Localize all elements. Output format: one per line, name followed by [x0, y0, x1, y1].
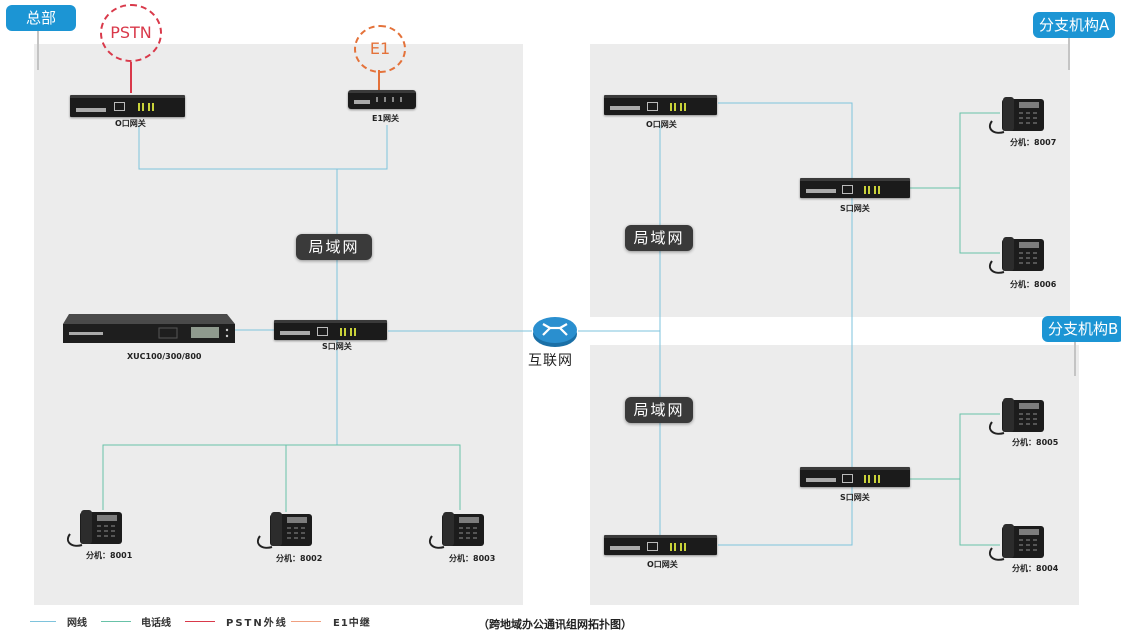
pstn-label: PSTN [110, 23, 152, 42]
hq-o-gw-to-e1-gw-line [138, 125, 388, 170]
branch-a-phone-8007-label: 分机：8007 [1010, 138, 1057, 147]
desk-phone-icon [988, 524, 1044, 561]
branch-b-o-gateway[interactable] [604, 535, 719, 555]
branch-a-o-gw-to-s-gw-line [718, 102, 853, 178]
branch-a-phone-8006[interactable] [988, 235, 1046, 275]
legend-network-line [30, 621, 56, 622]
branch-a-s-gateway[interactable] [800, 178, 912, 198]
desk-phone-icon [428, 512, 484, 549]
hq-badge: 总部 [6, 5, 76, 31]
e1-circle: E1 [354, 25, 406, 73]
hq-e1-gateway-label: E1网关 [372, 114, 400, 123]
hq-o-gateway-label: O口网关 [115, 119, 146, 128]
hq-lan-box: 局域网 [296, 234, 372, 260]
hq-o-gateway[interactable] [70, 95, 185, 117]
branch-a-badge: 分支机构A [1033, 12, 1116, 38]
branch-b-o-gw-to-s-gw-line [718, 487, 853, 546]
legend-e1-label: E1中继 [333, 618, 371, 629]
internet-router[interactable] [532, 314, 578, 348]
router-icon [533, 317, 577, 347]
branch-a-phone-8006-label: 分机：8006 [1010, 280, 1057, 289]
branch-b-lan-box: 局域网 [625, 397, 693, 423]
legend-network-label: 网线 [67, 618, 87, 629]
legend-pstn-label: PSTN外线 [226, 618, 288, 629]
legend-phone-line [101, 621, 131, 622]
xuc-pbx[interactable] [63, 314, 235, 344]
branch-a-o-gateway[interactable] [604, 95, 719, 115]
branch-b-phone-8005-label: 分机：8005 [1012, 438, 1059, 447]
legend-e1-line [291, 621, 321, 622]
branch-b-s-gateway[interactable] [800, 467, 912, 487]
desk-phone-icon [988, 97, 1044, 134]
hq-phone-8003[interactable] [428, 510, 486, 550]
branch-a-o-gateway-label: O口网关 [646, 120, 677, 129]
desk-phone-icon [256, 512, 312, 549]
branch-b-phone-8004[interactable] [988, 522, 1046, 562]
branch-a-lan-box: 局域网 [625, 225, 693, 251]
hq-s-gateway-label: S口网关 [322, 342, 352, 351]
hq-phone-8001[interactable] [66, 508, 124, 548]
desk-phone-icon [988, 398, 1044, 435]
e1-label: E1 [369, 39, 391, 58]
legend-phone-label: 电话线 [141, 618, 171, 629]
hq-phone-8002[interactable] [256, 510, 314, 550]
diagram-caption: （跨地域办公通讯组网拓扑图） [478, 618, 632, 631]
hq-network-lines [138, 102, 853, 546]
branch-a-badge-stem [1068, 38, 1070, 70]
desk-phone-icon [66, 510, 122, 547]
branch-a-phone-bus [959, 112, 1000, 254]
xuc-pbx-label: XUC100/300/800 [127, 352, 202, 361]
branch-b-s-gateway-label: S口网关 [840, 493, 870, 502]
branch-b-phone-bus [959, 413, 1000, 546]
hq-e1-gateway[interactable] [348, 90, 416, 112]
branch-a-s-gateway-label: S口网关 [840, 204, 870, 213]
pstn-circle: PSTN [100, 4, 162, 62]
branch-a-phone-8007[interactable] [988, 95, 1046, 135]
legend-pstn-line [185, 621, 215, 622]
phone-lines [102, 112, 1000, 546]
desk-phone-icon [988, 237, 1044, 274]
branch-b-o-gateway-label: O口网关 [647, 560, 678, 569]
branch-b-phone-8005[interactable] [988, 396, 1046, 436]
hq-phone-bus [102, 444, 461, 510]
hq-badge-stem [37, 30, 39, 70]
branch-b-phone-8004-label: 分机：8004 [1012, 564, 1059, 573]
hq-s-gateway[interactable] [274, 320, 389, 340]
branch-b-badge: 分支机构B [1042, 316, 1121, 342]
hq-phone-8002-label: 分机：8002 [276, 554, 323, 563]
xuc-pbx-icon [63, 314, 235, 343]
hq-phone-8001-label: 分机：8001 [86, 551, 133, 560]
branch-b-badge-stem [1074, 340, 1076, 376]
internet-label: 互联网 [528, 353, 573, 369]
hq-phone-8003-label: 分机：8003 [449, 554, 496, 563]
